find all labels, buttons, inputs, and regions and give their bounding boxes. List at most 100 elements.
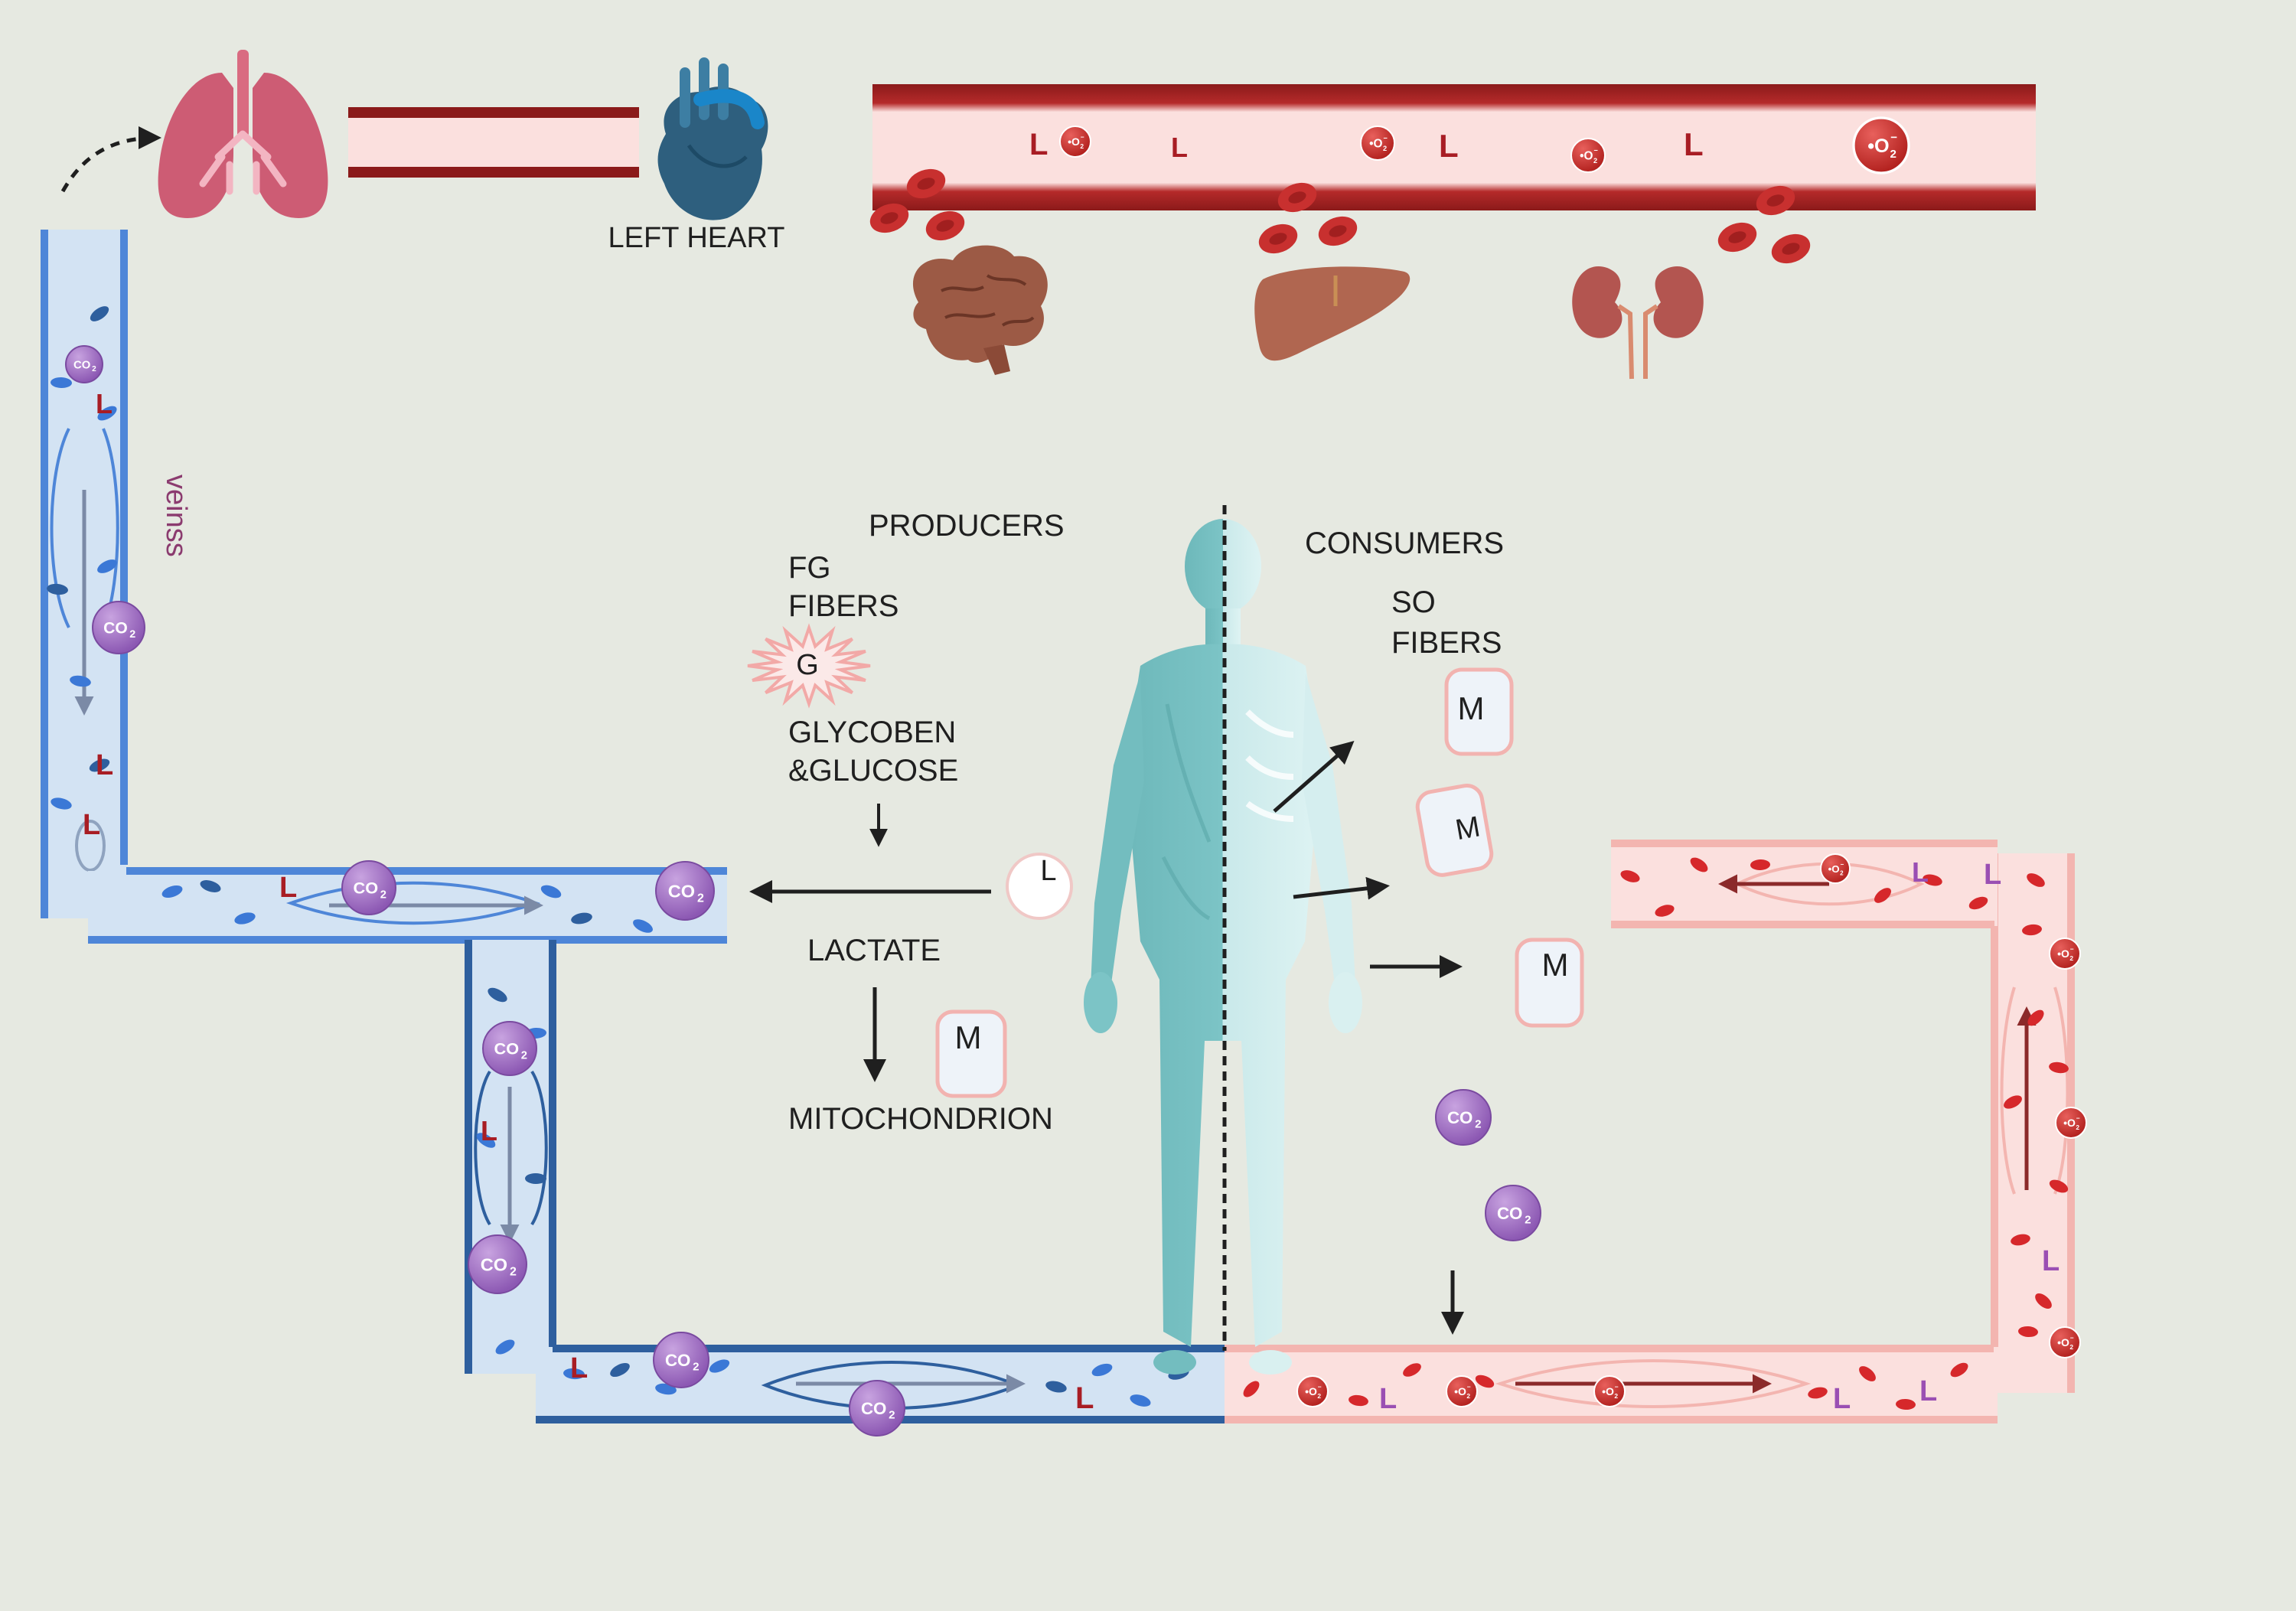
blood-cell bbox=[540, 885, 562, 898]
svg-text:CO: CO bbox=[861, 1399, 886, 1418]
so-fibers-label: FIBERS bbox=[1391, 626, 1502, 660]
red-blood-cell bbox=[1277, 182, 1317, 213]
red-blood-cells bbox=[869, 168, 1811, 264]
lactate-molecule: L bbox=[2042, 1245, 2060, 1277]
lactate-molecule: L bbox=[1379, 1383, 1397, 1415]
svg-text:2: 2 bbox=[1317, 1392, 1321, 1400]
svg-text:−: − bbox=[1383, 135, 1388, 142]
lactate-molecule: L bbox=[279, 872, 297, 904]
lactate-label: LACTATE bbox=[807, 934, 941, 967]
svg-text:−: − bbox=[1467, 1383, 1471, 1391]
consumers-heading: CONSUMERS bbox=[1305, 527, 1504, 560]
veins-label: veinss bbox=[160, 474, 192, 557]
svg-text:2: 2 bbox=[1614, 1392, 1618, 1400]
blood-cell bbox=[1655, 905, 1675, 917]
svg-text:2: 2 bbox=[2069, 1343, 2073, 1351]
svg-text:−: − bbox=[1593, 147, 1598, 155]
lungs-icon bbox=[158, 50, 328, 218]
svg-text:2: 2 bbox=[1593, 157, 1597, 165]
blood-cell bbox=[1750, 859, 1770, 871]
svg-text:2: 2 bbox=[1466, 1392, 1470, 1400]
blood-cell bbox=[1243, 1381, 1260, 1397]
blood-cell bbox=[47, 583, 68, 595]
blood-cell bbox=[495, 1339, 515, 1355]
so-label: SO bbox=[1391, 585, 1436, 619]
svg-text:2: 2 bbox=[697, 892, 704, 905]
mitochondrion-label: MITOCHONDRION bbox=[788, 1102, 1053, 1136]
svg-text:•O: •O bbox=[1068, 135, 1080, 148]
svg-text:•O: •O bbox=[1454, 1385, 1466, 1397]
pulmonary-flow-arrow bbox=[60, 126, 161, 193]
svg-text:CO: CO bbox=[1447, 1108, 1473, 1127]
blood-cell bbox=[90, 306, 109, 321]
blood-cell bbox=[97, 406, 117, 421]
red-blood-cell bbox=[1756, 185, 1795, 216]
mito-marker-consumer-1: M bbox=[1458, 690, 1485, 726]
vena-cava-vessel bbox=[41, 230, 128, 918]
fg-label: FG bbox=[788, 551, 831, 585]
svg-text:•O: •O bbox=[2057, 1336, 2069, 1348]
red-blood-cell bbox=[1771, 233, 1811, 264]
red-blood-cell bbox=[906, 168, 946, 199]
svg-text:CO: CO bbox=[73, 359, 90, 371]
liver-icon bbox=[1254, 266, 1411, 361]
glycogen-burst-icon: G bbox=[747, 623, 871, 709]
svg-text:−: − bbox=[1840, 861, 1844, 868]
blood-cell bbox=[1475, 1375, 1495, 1388]
producers-heading: PRODUCERS bbox=[869, 509, 1065, 543]
vessel-cells bbox=[47, 306, 2069, 1410]
blood-cell bbox=[1950, 1362, 1968, 1378]
blood-cell bbox=[2035, 1293, 2052, 1309]
blood-cell bbox=[1091, 1363, 1113, 1377]
red-blood-cell bbox=[1717, 222, 1757, 253]
lactate-cell: L bbox=[1006, 853, 1073, 920]
left-heart-label: LEFT HEART bbox=[608, 222, 785, 254]
svg-text:CO: CO bbox=[1497, 1204, 1522, 1223]
blood-cell bbox=[525, 1172, 546, 1185]
svg-text:−: − bbox=[1081, 133, 1084, 141]
blood-cell bbox=[1403, 1363, 1421, 1377]
lactate-molecule: L bbox=[481, 1115, 497, 1146]
mitochondrion-consumer-1: M bbox=[1444, 667, 1514, 756]
svg-text:2: 2 bbox=[1840, 870, 1844, 877]
lactate-molecule: L bbox=[96, 388, 113, 419]
svg-text:CO: CO bbox=[494, 1039, 520, 1058]
blood-cell bbox=[633, 919, 653, 933]
lactate-molecule: L bbox=[1919, 1375, 1937, 1407]
blood-cell bbox=[234, 912, 256, 925]
blood-cell bbox=[70, 675, 91, 687]
svg-text:•O: •O bbox=[1828, 863, 1840, 875]
svg-text:−: − bbox=[2076, 1114, 2080, 1122]
heart-icon bbox=[657, 57, 768, 220]
mitochondrion-consumer-2: M bbox=[1415, 784, 1494, 877]
horizontal-artery-upper bbox=[1611, 840, 1998, 928]
blood-cell bbox=[2011, 1234, 2030, 1246]
svg-text:•O: •O bbox=[1602, 1385, 1614, 1397]
blood-cell bbox=[51, 377, 72, 389]
blood-cell bbox=[476, 1133, 496, 1148]
glycogen-marker: G bbox=[796, 649, 819, 681]
blood-cell bbox=[200, 880, 221, 892]
lactate-molecule: L bbox=[1833, 1383, 1851, 1415]
blood-cell bbox=[563, 1368, 585, 1380]
glycoben-label: GLYCOBEN bbox=[788, 716, 956, 749]
svg-text:•O: •O bbox=[2063, 1117, 2076, 1129]
lactate-molecule: L bbox=[96, 749, 113, 781]
svg-text:2: 2 bbox=[1890, 148, 1896, 161]
blood-cell bbox=[2027, 873, 2045, 887]
svg-text:CO: CO bbox=[354, 879, 379, 898]
red-blood-cell bbox=[1318, 216, 1358, 246]
svg-text:CO: CO bbox=[668, 881, 695, 901]
blood-cell bbox=[2049, 1061, 2069, 1074]
blood-cell bbox=[2022, 924, 2042, 936]
